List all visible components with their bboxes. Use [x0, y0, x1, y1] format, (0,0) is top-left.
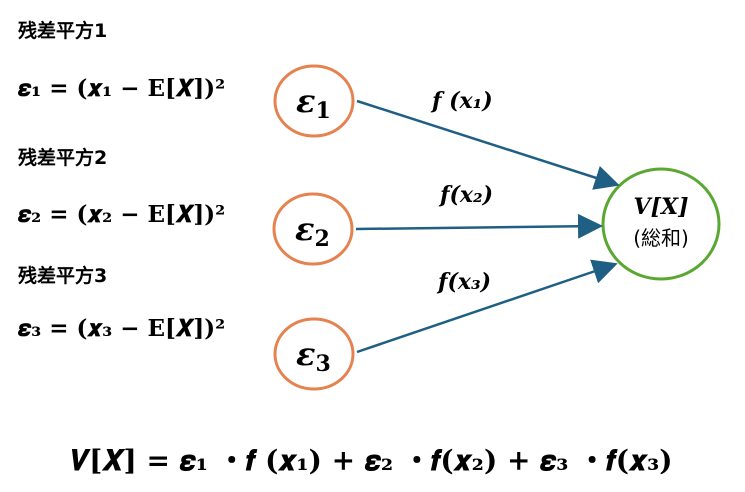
edge-label-f-x1: f (x₁) — [430, 88, 493, 114]
node-label-epsilon-3: ε3 — [296, 335, 331, 377]
node-circle-epsilon-3 — [273, 317, 355, 391]
node-circle-epsilon-2 — [272, 192, 354, 266]
heading-residual-square-2: 残差平方2 — [18, 146, 107, 169]
heading-residual-square-1: 残差平方1 — [18, 19, 107, 42]
equation-epsilon-1: 𝜺₁ = (𝒙₁ − E[𝑿])² — [17, 75, 225, 102]
variance-formula: 𝑽[𝑿] = 𝜺₁ ・𝒇 (𝒙₁) + 𝜺₂ ・𝒇(𝒙₂) + 𝜺₃ ・𝒇(𝒙₃… — [71, 444, 672, 477]
node-label-epsilon-2: ε2 — [295, 210, 330, 252]
equation-epsilon-3: 𝜺₃ = (𝒙₃ − E[𝑿])² — [17, 315, 225, 342]
total-circle — [601, 167, 721, 281]
node-circle-epsilon-1 — [273, 64, 355, 138]
arrow-epsilon-3-to-total — [356, 259, 618, 354]
equation-epsilon-2: 𝜺₂ = (𝒙₂ − E[𝑿])² — [17, 201, 225, 228]
arrow-epsilon-2-to-total — [355, 213, 603, 239]
edge-label-f-x3: f(x₃) — [436, 269, 491, 295]
arrow-epsilon-1-to-total — [356, 99, 620, 190]
heading-residual-square-3: 残差平方3 — [18, 264, 107, 287]
edge-label-f-x2: f(x₂) — [438, 182, 493, 208]
total-subtitle: (総和) — [633, 226, 689, 250]
node-label-epsilon-1: ε1 — [296, 82, 331, 124]
total-title: V[X] — [634, 194, 689, 220]
